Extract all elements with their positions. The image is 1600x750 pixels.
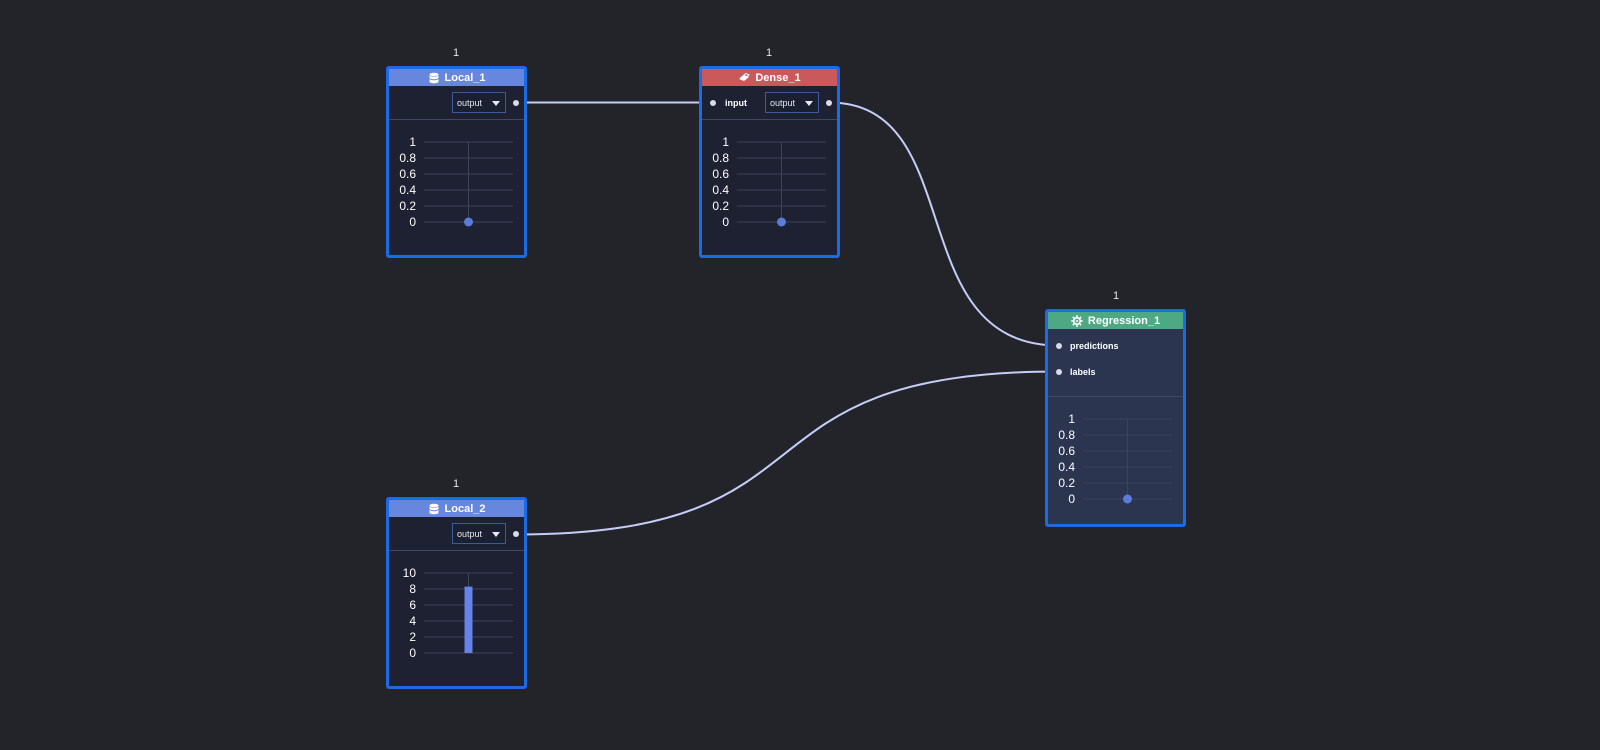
- node-ports: predictions labels: [1048, 329, 1183, 397]
- chevron-down-icon: [492, 101, 500, 106]
- y-tick-label: 0.2: [399, 199, 416, 213]
- node-header[interactable]: Local_1: [389, 69, 524, 86]
- node-title: Local_1: [444, 71, 486, 84]
- database-icon: [429, 72, 439, 83]
- node-chart: 1 0.8 0.6 0.4 0.2 0: [399, 135, 513, 229]
- y-tick-label: 0.6: [1058, 444, 1075, 458]
- y-tick-label: 1: [1068, 412, 1075, 426]
- data-point: [464, 217, 473, 227]
- output-port[interactable]: [826, 100, 832, 106]
- node-chart: 1 0.8 0.6 0.4 0.2 0: [712, 135, 826, 229]
- node-header[interactable]: Dense_1: [702, 69, 837, 86]
- node-ports: output: [389, 517, 524, 551]
- gear-icon: [1070, 314, 1083, 327]
- input-port[interactable]: [710, 100, 716, 106]
- y-tick-label: 0.2: [712, 199, 729, 213]
- y-tick-label: 4: [409, 614, 416, 628]
- y-tick-label: 0: [722, 215, 729, 229]
- node-title: Regression_1: [1087, 314, 1161, 327]
- y-tick-label: 0: [409, 215, 416, 229]
- node-ports: input output: [702, 86, 837, 120]
- node-local-1[interactable]: Local_1 output 1 0.8 0.6 0.4 0.2 0: [386, 66, 527, 258]
- y-tick-label: 1: [409, 135, 416, 149]
- output-port[interactable]: [513, 100, 519, 106]
- data-point: [1123, 494, 1132, 504]
- output-select[interactable]: output: [452, 92, 506, 113]
- y-tick-label: 0.2: [1058, 476, 1075, 490]
- output-select-value: output: [457, 528, 483, 539]
- y-tick-label: 10: [403, 566, 417, 580]
- y-tick-label: 8: [409, 582, 416, 596]
- output-select[interactable]: output: [452, 523, 506, 544]
- labels-port[interactable]: [1056, 369, 1062, 375]
- y-tick-label: 1: [722, 135, 729, 149]
- node-count-badge: 1: [452, 478, 460, 490]
- output-select[interactable]: output: [765, 92, 819, 113]
- input-port-label: input: [725, 98, 747, 108]
- labels-port-label: labels: [1070, 367, 1096, 377]
- y-tick-label: 6: [409, 598, 416, 612]
- node-chart: 10 8 6 4 2 0: [403, 566, 513, 660]
- node-chart: 1 0.8 0.6 0.4 0.2 0: [1058, 412, 1172, 506]
- node-title: Local_2: [444, 502, 486, 515]
- layer-icon: [739, 72, 751, 81]
- chevron-down-icon: [805, 101, 813, 106]
- y-tick-label: 0.8: [712, 151, 729, 165]
- node-count-badge: 1: [452, 47, 460, 59]
- y-tick-label: 0.8: [1058, 428, 1075, 442]
- wire-local2-regression1[interactable]: [515, 370, 1060, 536]
- predictions-port-label: predictions: [1070, 341, 1119, 351]
- node-header[interactable]: Local_2: [389, 500, 524, 517]
- data-point: [777, 217, 786, 227]
- y-tick-label: 2: [409, 630, 416, 644]
- database-icon: [429, 503, 439, 514]
- y-tick-label: 0: [1068, 492, 1075, 506]
- data-bar: [464, 586, 473, 653]
- node-count-badge: 1: [1112, 290, 1120, 302]
- output-port[interactable]: [513, 531, 519, 537]
- output-select-value: output: [770, 97, 796, 108]
- predictions-port[interactable]: [1056, 343, 1062, 349]
- node-regression-1[interactable]: Regression_1 predictions labels 1 0.8 0.6 0…: [1045, 309, 1186, 527]
- node-dense-1[interactable]: Dense_1 input output 1 0.8 0.6 0.4 0.2 0: [699, 66, 840, 258]
- chevron-down-icon: [492, 532, 500, 537]
- y-tick-label: 0.6: [712, 167, 729, 181]
- node-local-2[interactable]: Local_2 output 10 8 6 4 2 0: [386, 497, 527, 689]
- node-header[interactable]: Regression_1: [1048, 312, 1183, 329]
- y-tick-label: 0: [409, 646, 416, 660]
- y-tick-label: 0.8: [399, 151, 416, 165]
- node-count-badge: 1: [765, 47, 773, 59]
- y-tick-label: 0.4: [1058, 460, 1075, 474]
- y-tick-label: 0.4: [399, 183, 416, 197]
- y-tick-label: 0.6: [399, 167, 416, 181]
- node-ports: output: [389, 86, 524, 120]
- output-select-value: output: [457, 97, 483, 108]
- y-tick-label: 0.4: [712, 183, 729, 197]
- node-title: Dense_1: [755, 71, 801, 84]
- wire-dense1-regression1[interactable]: [828, 101, 1060, 347]
